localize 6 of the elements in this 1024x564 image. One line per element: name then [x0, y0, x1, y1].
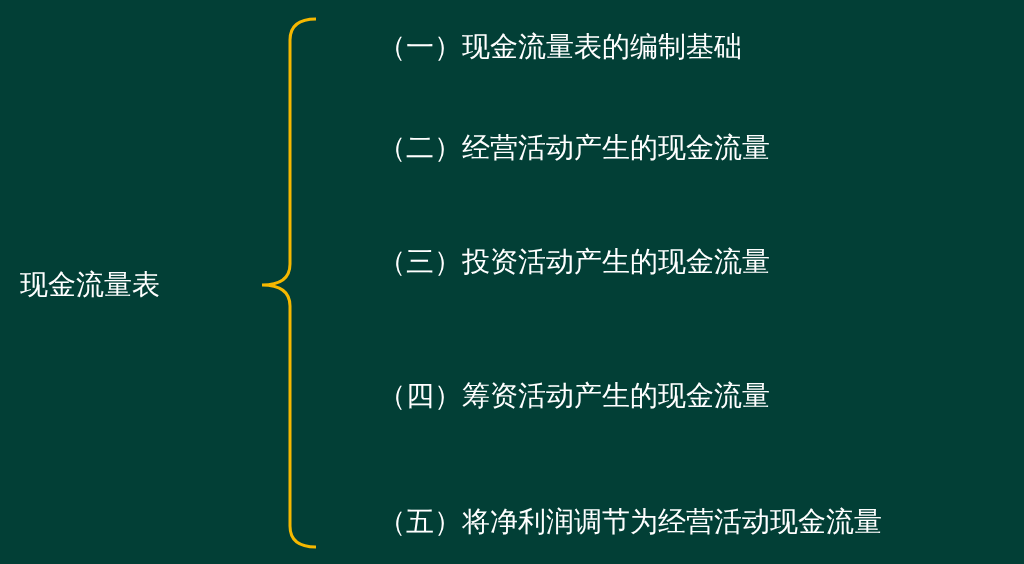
subtopic-label: （四）筹资活动产生的现金流量: [378, 379, 770, 413]
subtopic-label: （一）现金流量表的编制基础: [378, 30, 742, 64]
subtopic-label: （五）将净利润调节为经营活动现金流量: [378, 505, 882, 539]
subtopic-label: （三）投资活动产生的现金流量: [378, 245, 770, 279]
topic-label: 现金流量表: [20, 268, 160, 302]
subtopic-label: （二）经营活动产生的现金流量: [378, 131, 770, 165]
